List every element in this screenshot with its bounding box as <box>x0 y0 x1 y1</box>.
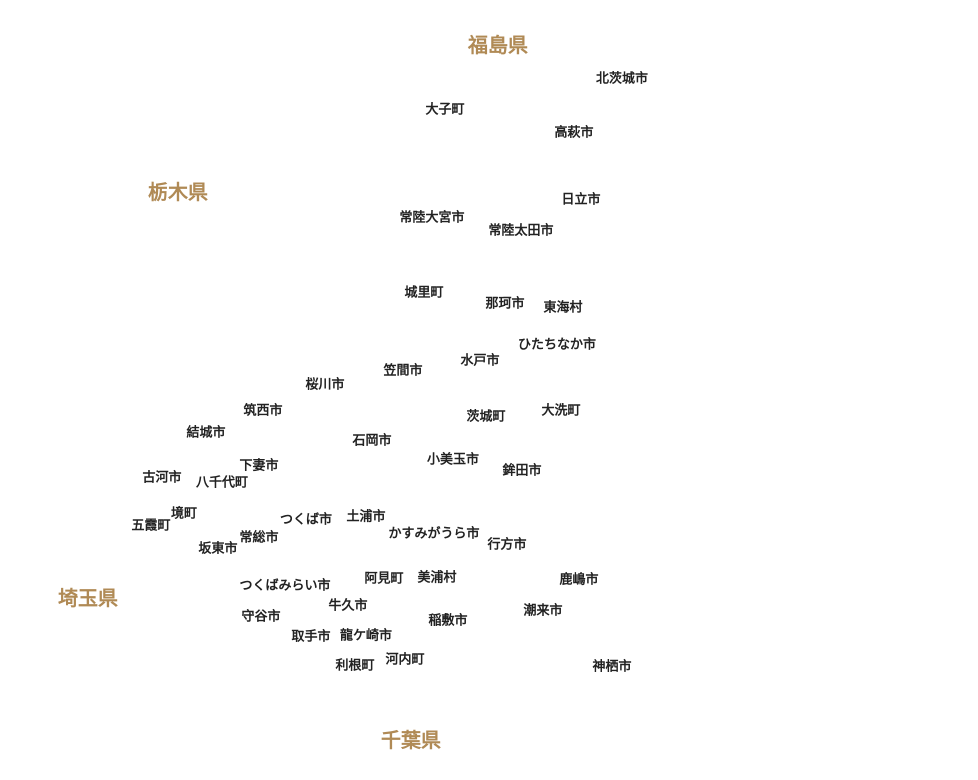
municipality-link-tsukubamirai[interactable]: つくばみらい市 <box>239 578 331 594</box>
prefecture-label-fukushima: 福島県 <box>468 33 528 57</box>
municipality-link-kawachi[interactable]: 河内町 <box>385 652 425 668</box>
municipality-link-hitachiomiya[interactable]: 常陸大宮市 <box>399 210 465 226</box>
municipality-link-yachiyo[interactable]: 八千代町 <box>195 475 249 491</box>
municipality-link-shirosato[interactable]: 城里町 <box>404 285 444 301</box>
municipality-link-omitama[interactable]: 小美玉市 <box>426 452 480 468</box>
municipality-link-joso[interactable]: 常総市 <box>239 530 279 546</box>
municipality-link-chikusei[interactable]: 筑西市 <box>243 403 283 419</box>
municipality-link-ibarakimachi[interactable]: 茨城町 <box>466 409 506 425</box>
municipality-link-ushiku[interactable]: 牛久市 <box>328 598 368 614</box>
municipality-link-naka[interactable]: 那珂市 <box>485 296 525 312</box>
municipality-link-hokota[interactable]: 鉾田市 <box>502 463 542 479</box>
municipality-link-kitaibaraki[interactable]: 北茨城市 <box>595 71 649 87</box>
municipality-link-mito[interactable]: 水戸市 <box>460 353 500 369</box>
municipality-link-miho[interactable]: 美浦村 <box>417 570 457 586</box>
municipality-link-ryugasaki[interactable]: 龍ケ崎市 <box>339 628 393 644</box>
prefecture-label-saitama: 埼玉県 <box>58 586 118 610</box>
municipality-link-kamisu[interactable]: 神栖市 <box>592 659 632 675</box>
municipality-link-sakai[interactable]: 境町 <box>170 506 198 522</box>
municipality-link-bando[interactable]: 坂東市 <box>198 541 238 557</box>
municipality-link-kashima[interactable]: 鹿嶋市 <box>559 572 599 588</box>
municipality-link-inashiki[interactable]: 稲敷市 <box>428 613 468 629</box>
municipality-link-ami[interactable]: 阿見町 <box>364 571 404 587</box>
municipality-link-sakuragawa[interactable]: 桜川市 <box>305 377 345 393</box>
municipality-link-kasumigaura[interactable]: かすみがうら市 <box>388 526 480 542</box>
prefecture-label-chiba: 千葉県 <box>381 728 441 752</box>
municipality-link-koga[interactable]: 古河市 <box>142 470 182 486</box>
municipality-link-tsukuba[interactable]: つくば市 <box>279 512 333 528</box>
municipality-link-hitachi[interactable]: 日立市 <box>561 192 601 208</box>
municipality-link-shimotsuma[interactable]: 下妻市 <box>239 458 279 474</box>
municipality-link-tsuchiura[interactable]: 土浦市 <box>346 509 386 525</box>
municipality-link-moriya[interactable]: 守谷市 <box>241 609 281 625</box>
municipality-link-tokai[interactable]: 東海村 <box>543 300 583 316</box>
municipality-link-takahagi[interactable]: 高萩市 <box>554 125 594 141</box>
municipality-link-daigo[interactable]: 大子町 <box>425 102 465 118</box>
municipality-link-kasama[interactable]: 笠間市 <box>383 363 423 379</box>
municipality-link-hitachinaka[interactable]: ひたちなか市 <box>517 337 597 353</box>
municipality-link-namegata[interactable]: 行方市 <box>487 537 527 553</box>
municipality-link-oarai[interactable]: 大洗町 <box>541 403 581 419</box>
municipality-link-tone[interactable]: 利根町 <box>335 658 375 674</box>
prefecture-label-tochigi: 栃木県 <box>148 180 208 204</box>
municipality-link-itako[interactable]: 潮来市 <box>523 603 563 619</box>
municipality-link-hitachiota[interactable]: 常陸太田市 <box>488 223 554 239</box>
municipality-link-yuki[interactable]: 結城市 <box>186 425 226 441</box>
municipality-link-goka[interactable]: 五霞町 <box>131 518 171 534</box>
municipality-link-toride[interactable]: 取手市 <box>291 629 331 645</box>
municipality-link-ishioka[interactable]: 石岡市 <box>352 433 392 449</box>
